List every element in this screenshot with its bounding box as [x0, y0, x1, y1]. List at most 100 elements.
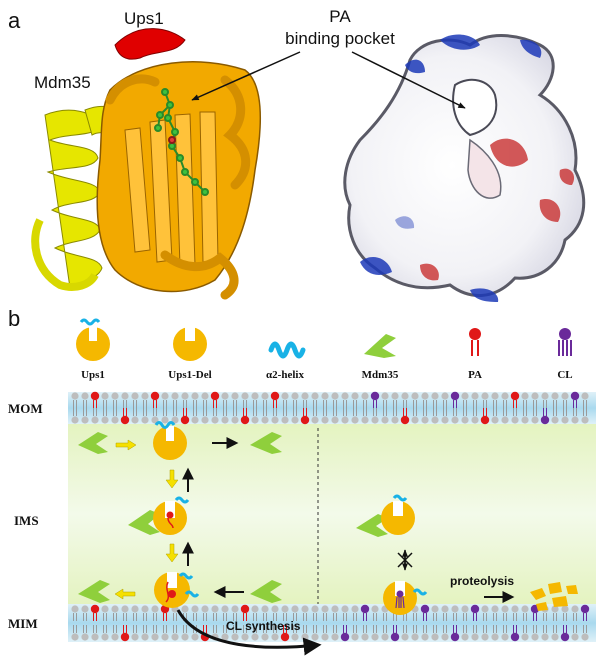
lipid-tail — [213, 625, 217, 633]
lipid-head — [351, 605, 359, 613]
mdm35-top-right — [250, 432, 282, 454]
legend-ups1-del-label: Ups1-Del — [168, 369, 211, 381]
legend-cl-label: CL — [557, 369, 572, 381]
arrow-yellow-down-2 — [165, 543, 179, 563]
arrow-yellow-bottom — [114, 588, 136, 600]
lipid-tail — [533, 613, 537, 621]
lipid-tail — [283, 400, 287, 408]
lipid-tail — [213, 613, 217, 621]
degraded-fragments — [530, 582, 578, 611]
lipid-head — [461, 633, 469, 641]
lipid-head — [121, 392, 129, 400]
lipid-tail — [293, 408, 297, 416]
lipid-head — [281, 416, 289, 424]
lipid-head — [101, 633, 109, 641]
ims-label: IMS — [14, 513, 39, 528]
lipid-tail — [423, 408, 427, 416]
lipid-tail — [583, 408, 587, 416]
lipid-tail — [333, 400, 337, 408]
lipid-head — [491, 605, 499, 613]
lipid-tail — [503, 408, 507, 416]
lipid-tail — [243, 625, 247, 633]
lipid-head — [421, 633, 429, 641]
cl-lipid-head — [560, 632, 570, 642]
lipid-tail — [303, 613, 307, 621]
lipid-head — [191, 633, 199, 641]
lipid-tail — [273, 400, 277, 408]
lipid-tail — [143, 625, 147, 633]
lipid-head — [371, 633, 379, 641]
mdm35-bottom-left — [78, 580, 110, 603]
lipid-tail — [103, 400, 107, 408]
lipid-tail — [73, 613, 77, 621]
cl-lipid-head — [340, 632, 350, 642]
lipid-tail — [283, 613, 287, 621]
lipid-head — [541, 633, 549, 641]
lipid-tail — [283, 408, 287, 416]
lipid-head — [251, 633, 259, 641]
lipid-tail — [373, 408, 377, 416]
lipid-tail — [363, 408, 367, 416]
lipid-head — [491, 416, 499, 424]
cl-lipid-head — [510, 632, 520, 642]
lipid-tail — [163, 613, 167, 621]
lipid-head — [111, 633, 119, 641]
lipid-tail — [473, 400, 477, 408]
lipid-head — [331, 416, 339, 424]
lipid-head — [461, 416, 469, 424]
lipid-tail — [293, 613, 297, 621]
lipid-head — [361, 633, 369, 641]
lipid-head — [201, 416, 209, 424]
lipid-head — [571, 605, 579, 613]
lipid-tail — [193, 400, 197, 408]
lipid-tail — [223, 408, 227, 416]
legend-ups1-label: Ups1 — [81, 369, 105, 381]
cl-lipid-head — [370, 391, 380, 401]
arrow-yellow-top — [115, 439, 137, 451]
lipid-tail — [413, 408, 417, 416]
lipid-tail — [223, 400, 227, 408]
lipid-head — [81, 633, 89, 641]
lipid-head — [341, 605, 349, 613]
lipid-head — [411, 633, 419, 641]
lipid-head — [161, 392, 169, 400]
lipid-head — [421, 416, 429, 424]
lipid-tail — [333, 408, 337, 416]
lipid-head — [551, 605, 559, 613]
lipid-tail — [453, 408, 457, 416]
ups1-middle-with-pa — [153, 496, 190, 535]
ups1-bottom-with-pa — [154, 572, 200, 608]
lipid-head — [481, 605, 489, 613]
lipid-tail — [123, 400, 127, 408]
lipid-head — [81, 416, 89, 424]
lipid-tail — [213, 408, 217, 416]
lipid-tail — [203, 408, 207, 416]
lipid-tail — [263, 408, 267, 416]
lipid-tail — [223, 613, 227, 621]
lipid-head — [131, 392, 139, 400]
lipid-tail — [233, 625, 237, 633]
lipid-tail — [323, 613, 327, 621]
lipid-tail — [203, 625, 207, 633]
lipid-tail — [433, 400, 437, 408]
lipid-tail — [323, 400, 327, 408]
lipid-head — [561, 392, 569, 400]
lipid-head — [501, 416, 509, 424]
lipid-tail — [323, 625, 327, 633]
panel-b-letter: b — [8, 306, 20, 331]
lipid-head — [441, 392, 449, 400]
cl-lipid-head — [570, 391, 580, 401]
pointer-to-surface — [351, 51, 466, 109]
lipid-tail — [373, 625, 377, 633]
lipid-tail — [243, 408, 247, 416]
lipid-tail — [503, 613, 507, 621]
lipid-head — [181, 633, 189, 641]
lipid-tail — [83, 613, 87, 621]
lipid-head — [541, 392, 549, 400]
lipid-head — [431, 633, 439, 641]
lipid-tail — [143, 400, 147, 408]
lipid-head — [531, 392, 539, 400]
cl-lipid-head — [580, 604, 590, 614]
lipid-tail — [163, 400, 167, 408]
lipid-head — [221, 392, 229, 400]
